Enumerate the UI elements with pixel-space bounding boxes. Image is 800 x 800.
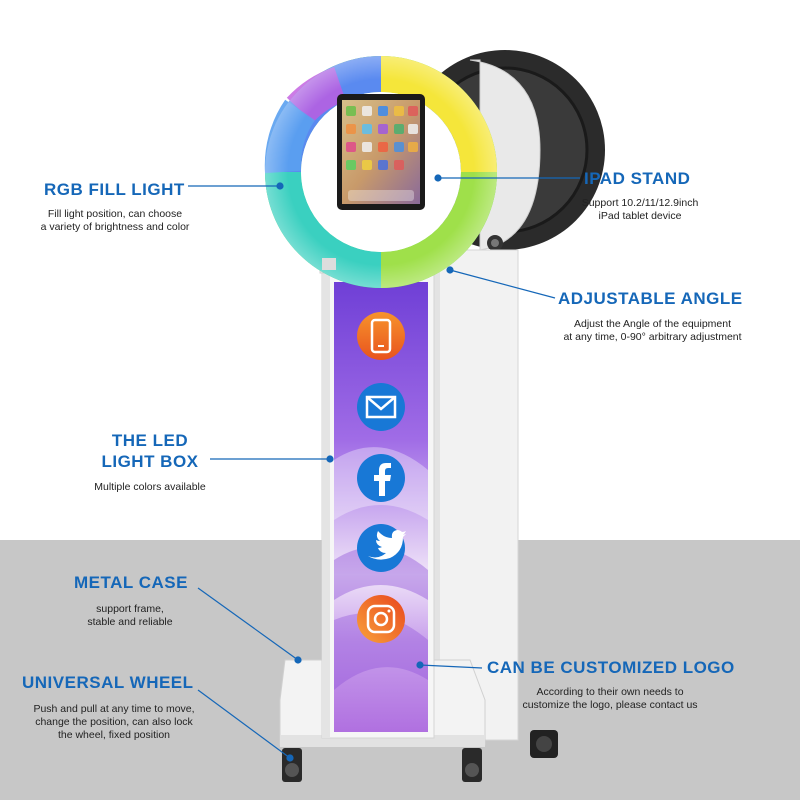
- rgb-ring-light: [264, 56, 497, 288]
- rgb-fill-light-desc: Fill light position, can choose a variet…: [40, 208, 190, 233]
- led-light-box-title: THE LED LIGHT BOX: [101, 431, 199, 471]
- adjustable-angle-desc: Adjust the Angle of the equipment at any…: [563, 318, 742, 343]
- metal-case-desc: support frame, stable and reliable: [87, 603, 173, 628]
- adjustable-angle-title: ADJUSTABLE ANGLE: [558, 289, 743, 308]
- instagram-icon: [357, 595, 405, 643]
- customized-logo-desc: According to their own needs to customiz…: [522, 686, 698, 711]
- callout-lines: [188, 174, 580, 762]
- ipad-tablet: [337, 94, 425, 210]
- rear-wheel: [530, 730, 558, 758]
- facebook-icon: [357, 454, 405, 502]
- ipad-stand-desc: Support 10.2/11/12.9inch iPad tablet dev…: [581, 197, 699, 222]
- universal-wheel-desc: Push and pull at any time to move, chang…: [33, 703, 195, 741]
- front-wheel-right: [462, 748, 482, 782]
- phone-icon: [357, 312, 405, 360]
- email-icon: [357, 383, 405, 431]
- led-light-box-desc: Multiple colors available: [94, 481, 206, 493]
- twitter-icon: [357, 524, 406, 572]
- ipad-stand-title: IPAD STAND: [584, 169, 691, 188]
- rgb-fill-light-title: RGB FILL LIGHT: [44, 180, 185, 199]
- front-wheel-left: [282, 748, 302, 782]
- customized-logo-title: CAN BE CUSTOMIZED LOGO: [487, 658, 735, 677]
- universal-wheel-title: UNIVERSAL WHEEL: [22, 673, 194, 692]
- metal-case-title: METAL CASE: [74, 573, 188, 592]
